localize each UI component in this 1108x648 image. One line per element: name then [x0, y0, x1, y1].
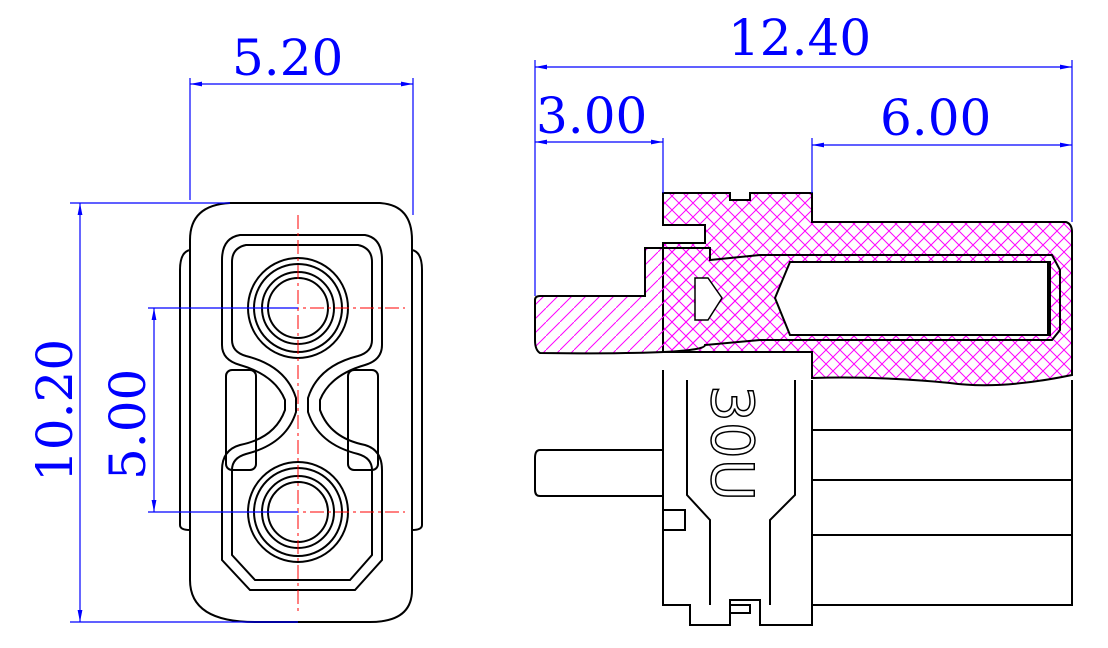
body-lower	[662, 370, 1073, 626]
side-view: 30U 12.40 3.00 6.00	[534, 9, 1073, 626]
dim-socket: 6.00	[880, 89, 991, 147]
dim-height: 10.20	[26, 339, 84, 482]
dim-length: 12.40	[728, 9, 871, 67]
dim-pin: 3.00	[536, 87, 647, 145]
dim-pitch: 5.00	[99, 369, 157, 480]
dim-width: 5.20	[232, 29, 343, 87]
body-marking-logo: 30U	[698, 385, 766, 501]
front-view: 5.20 10.20 5.00	[26, 29, 423, 623]
inner-cavity	[221, 234, 383, 591]
